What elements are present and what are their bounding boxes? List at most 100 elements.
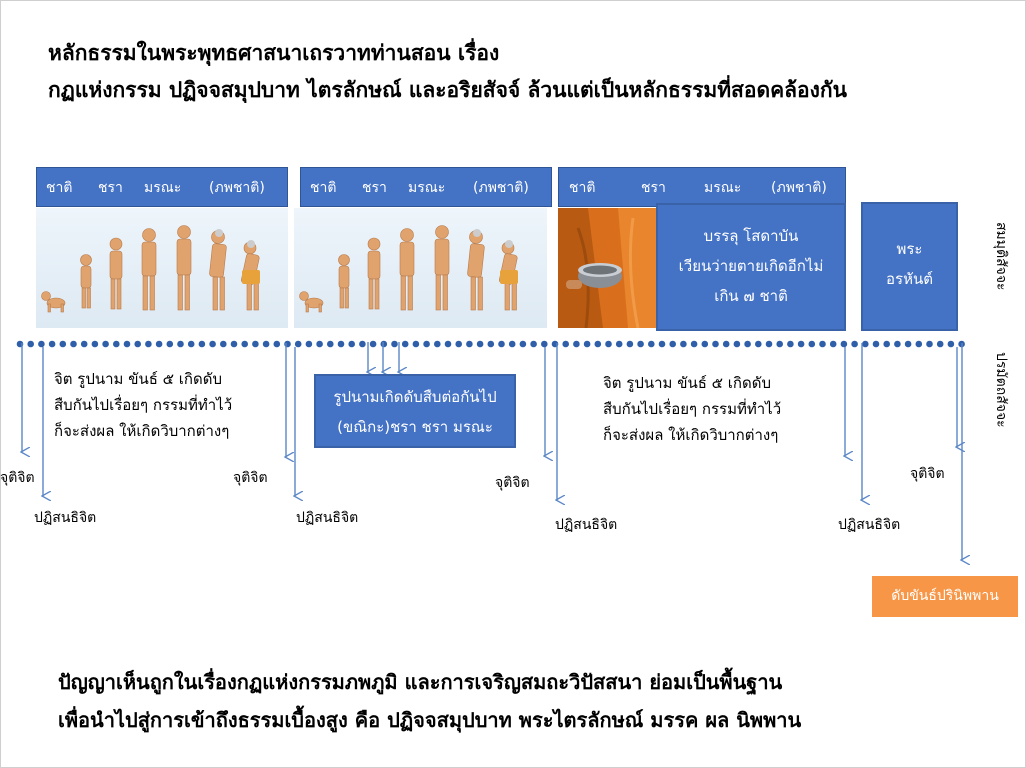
timeline-dot: [797, 340, 805, 348]
timeline-dot: [113, 340, 120, 348]
timeline-dot: [70, 340, 77, 348]
timeline-dot: [712, 340, 719, 348]
timeline-dot: [851, 340, 858, 348]
timeline-dot: [637, 340, 644, 348]
timeline-dot: [508, 340, 516, 348]
header-birth: ชาติ: [569, 180, 596, 196]
timeline-dot: [680, 340, 687, 348]
timeline-dot: [787, 340, 794, 348]
timeline-dot: [455, 340, 463, 348]
timeline-dot: [252, 340, 259, 348]
sotapanna-line-3: เกิน ๗ ชาติ: [714, 287, 788, 305]
timeline-dot: [284, 340, 291, 348]
timeline-dot: [487, 340, 495, 348]
header-becoming: (ภพชาติ): [209, 180, 265, 196]
timeline-dot: [187, 340, 195, 348]
timeline-dot: [102, 340, 109, 348]
timeline-dot: [380, 340, 388, 348]
timeline-dot: [91, 340, 99, 348]
timeline-dot: [434, 340, 441, 348]
header-birth: ชาติ: [46, 180, 73, 196]
timeline-dot: [423, 340, 430, 348]
note-left-line-3: ก็จะส่งผล ให้เกิดวิบากต่างๆ: [54, 422, 230, 440]
timeline-dot: [605, 340, 612, 348]
patisandhi-label: ปฏิสนธิจิต: [838, 517, 901, 533]
timeline-dot: [498, 340, 505, 348]
cuti-label: จุติจิต: [233, 470, 268, 486]
timeline-dot: [626, 340, 634, 348]
header-bar-2: ชาติ ชรา มรณะ (ภพชาติ): [300, 167, 552, 207]
timeline-dot: [177, 340, 184, 348]
timeline-dot: [872, 340, 880, 348]
patisandhi-label: ปฏิสนธิจิต: [34, 510, 97, 526]
sotapanna-box: บรรลุ โสดาบัน เวียนว่ายตายเกิดอีกไม่ เกิ…: [656, 203, 846, 331]
timeline-dot: [337, 340, 345, 348]
timeline-dot: [722, 340, 730, 348]
timeline-dot: [701, 340, 709, 348]
timeline-dot: [926, 340, 933, 348]
timeline-dot: [209, 340, 216, 348]
timeline-dot: [573, 340, 580, 348]
note-left-line-1: จิต รูปนาม ขันธ์ ๕ เกิดดับ: [54, 370, 222, 388]
cuti-label: จุติจิต: [495, 475, 530, 491]
note-right-line-2: สืบกันไปเรื่อยๆ กรรมที่ทำไว้: [603, 400, 782, 418]
header-aging: ชรา: [362, 180, 387, 196]
timeline-dot: [166, 340, 174, 348]
header-bar-1: ชาติ ชรา มรณะ (ภพชาติ): [36, 167, 288, 207]
timeline-dot: [690, 340, 698, 348]
timeline-dot: [359, 340, 366, 348]
timeline-dot: [755, 340, 762, 348]
timeline-dot: [541, 340, 548, 348]
timeline-dot: [744, 340, 751, 348]
timeline-dot: [145, 340, 152, 348]
timeline-dot: [915, 340, 923, 348]
cuti-label: จุติจิต: [910, 466, 945, 482]
timeline-dot: [808, 340, 816, 348]
timeline-dot: [59, 340, 67, 348]
header-death: มรณะ: [408, 180, 446, 196]
note-right-line-1: จิต รูปนาม ขันธ์ ๕ เกิดดับ: [603, 374, 771, 392]
timeline-dot: [123, 340, 131, 348]
timeline-dot: [134, 340, 141, 348]
patisandhi-label: ปฏิสนธิจิต: [555, 517, 618, 533]
timeline-dot: [38, 340, 45, 348]
title-line-1: หลักธรรมในพระพุทธศาสนาเถรวาทท่านสอน เรื่…: [48, 41, 500, 65]
timeline-dot: [936, 340, 944, 348]
timeline-dot: [262, 340, 270, 348]
timeline-dot: [648, 340, 655, 348]
timeline-dot: [829, 340, 837, 348]
footer-line-2: เพื่อนำไปสู่การเข้าถึงธรรมเบื้องสูง คือ …: [58, 708, 802, 732]
timeline-dot: [316, 340, 323, 348]
khanika-line-1: รูปนามเกิดดับสืบต่อกันไป: [333, 388, 497, 406]
timeline-dot: [401, 340, 409, 348]
timeline-dot: [594, 340, 602, 348]
timeline-dot: [883, 340, 890, 348]
header-death: มรณะ: [704, 180, 742, 196]
timeline-dot: [562, 340, 569, 348]
timeline-dot: [241, 340, 248, 348]
timeline-dot: [519, 340, 527, 348]
timeline-dot: [27, 340, 34, 348]
timeline-dot: [327, 340, 334, 348]
timeline-dot: [765, 340, 773, 348]
timeline-dot: [305, 340, 313, 348]
timeline-dot: [294, 340, 302, 348]
header-death: มรณะ: [144, 180, 182, 196]
timeline-dot: [391, 340, 398, 348]
timeline-dot: [530, 340, 537, 348]
header-bar-3: ชาติ ชรา มรณะ (ภพชาติ): [558, 167, 846, 207]
timeline-dot: [840, 340, 848, 348]
arahant-line-1: พระ: [896, 240, 923, 258]
timeline-dot: [348, 340, 356, 348]
cuti-label: จุติจิต: [0, 470, 35, 486]
header-becoming: (ภพชาติ): [771, 180, 827, 196]
sotapanna-line-1: บรรลุ โสดาบัน: [703, 227, 799, 245]
footer-line-1: ปัญญาเห็นถูกในเรื่องกฏแห่งกรรมภพภูมิ และ…: [58, 670, 783, 694]
parinibbana-box: ดับขันธ์ปรินิพพาน: [872, 576, 1018, 617]
timeline-dots: [16, 340, 965, 348]
evolution-icon: [294, 208, 547, 328]
timeline-dot: [444, 340, 452, 348]
timeline-dot: [776, 340, 783, 348]
header-becoming: (ภพชาติ): [473, 180, 529, 196]
arahant-line-2: อรหันต์: [886, 270, 933, 288]
